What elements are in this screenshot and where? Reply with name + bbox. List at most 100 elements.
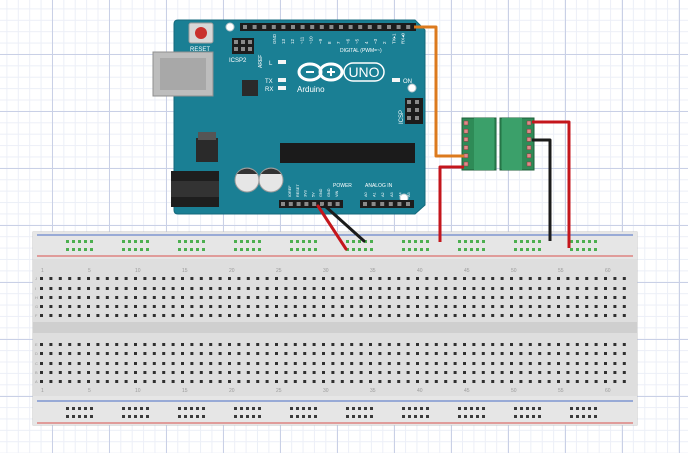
terminal-hole[interactable]	[425, 352, 429, 355]
rail-hole[interactable]	[246, 415, 249, 418]
header-pin[interactable]	[406, 202, 410, 206]
terminal-hole[interactable]	[322, 277, 325, 280]
terminal-hole[interactable]	[416, 343, 419, 346]
rail-hole[interactable]	[66, 407, 69, 410]
terminal-hole[interactable]	[547, 343, 551, 346]
terminal-hole[interactable]	[105, 296, 109, 299]
terminal-hole[interactable]	[181, 371, 184, 374]
rail-hole[interactable]	[72, 240, 75, 243]
rail-hole[interactable]	[202, 415, 205, 418]
terminal-hole[interactable]	[218, 343, 222, 346]
terminal-hole[interactable]	[246, 277, 250, 280]
terminal-hole[interactable]	[40, 287, 43, 290]
terminal-hole[interactable]	[378, 277, 382, 280]
terminal-hole[interactable]	[124, 305, 128, 308]
terminal-hole[interactable]	[397, 362, 401, 365]
terminal-hole[interactable]	[566, 305, 570, 308]
terminal-hole[interactable]	[293, 287, 297, 290]
terminal-hole[interactable]	[500, 305, 504, 308]
terminal-hole[interactable]	[416, 277, 419, 280]
terminal-hole[interactable]	[434, 352, 438, 355]
terminal-hole[interactable]	[359, 296, 363, 299]
terminal-hole[interactable]	[68, 277, 72, 280]
terminal-hole[interactable]	[622, 343, 626, 346]
terminal-hole[interactable]	[510, 352, 513, 355]
terminal-hole[interactable]	[622, 305, 626, 308]
rail-hole[interactable]	[370, 415, 373, 418]
terminal-hole[interactable]	[510, 343, 513, 346]
rail-hole[interactable]	[476, 407, 479, 410]
header-pin[interactable]	[371, 202, 376, 206]
terminal-hole[interactable]	[387, 343, 391, 346]
terminal-hole[interactable]	[134, 296, 137, 299]
rail-hole[interactable]	[178, 415, 181, 418]
rail-hole[interactable]	[134, 240, 137, 243]
rail-hole[interactable]	[514, 407, 517, 410]
terminal-hole[interactable]	[134, 343, 137, 346]
rail-hole[interactable]	[370, 248, 373, 251]
terminal-hole[interactable]	[256, 343, 260, 346]
rail-hole[interactable]	[514, 415, 517, 418]
terminal-hole[interactable]	[312, 371, 316, 374]
terminal-hole[interactable]	[472, 305, 476, 308]
rail-hole[interactable]	[302, 415, 305, 418]
rail-hole[interactable]	[576, 240, 579, 243]
terminal-hole[interactable]	[256, 352, 260, 355]
header-pin[interactable]	[288, 202, 293, 206]
terminal-hole[interactable]	[68, 296, 72, 299]
rail-hole[interactable]	[258, 407, 261, 410]
terminal-hole[interactable]	[115, 352, 119, 355]
rail-hole[interactable]	[470, 415, 473, 418]
terminal-hole[interactable]	[481, 371, 485, 374]
terminal-hole[interactable]	[472, 277, 476, 280]
terminal-hole[interactable]	[557, 305, 560, 308]
terminal-hole[interactable]	[519, 287, 523, 290]
terminal-hole[interactable]	[350, 296, 354, 299]
module-pin[interactable]	[526, 120, 532, 126]
terminal-hole[interactable]	[115, 277, 119, 280]
terminal-hole[interactable]	[181, 352, 184, 355]
terminal-hole[interactable]	[87, 314, 90, 317]
terminal-hole[interactable]	[312, 296, 316, 299]
terminal-hole[interactable]	[312, 277, 316, 280]
terminal-hole[interactable]	[340, 362, 344, 365]
terminal-hole[interactable]	[331, 296, 335, 299]
wire-red-5v[interactable]	[316, 204, 348, 251]
terminal-hole[interactable]	[171, 362, 175, 365]
terminal-hole[interactable]	[322, 296, 325, 299]
terminal-hole[interactable]	[49, 352, 53, 355]
rail-hole[interactable]	[582, 240, 585, 243]
terminal-hole[interactable]	[58, 305, 62, 308]
terminal-hole[interactable]	[284, 305, 288, 308]
terminal-hole[interactable]	[491, 287, 495, 290]
terminal-hole[interactable]	[566, 277, 570, 280]
rail-hole[interactable]	[352, 415, 355, 418]
terminal-hole[interactable]	[152, 287, 156, 290]
terminal-hole[interactable]	[115, 380, 119, 383]
terminal-hole[interactable]	[265, 362, 269, 365]
icsp-pin[interactable]	[407, 108, 411, 112]
rail-hole[interactable]	[358, 240, 361, 243]
terminal-hole[interactable]	[547, 314, 551, 317]
header-pin[interactable]	[377, 25, 382, 29]
terminal-hole[interactable]	[162, 371, 166, 374]
terminal-hole[interactable]	[416, 362, 419, 365]
terminal-hole[interactable]	[49, 277, 53, 280]
terminal-hole[interactable]	[124, 371, 128, 374]
terminal-hole[interactable]	[472, 380, 476, 383]
terminal-hole[interactable]	[284, 314, 288, 317]
rail-hole[interactable]	[66, 240, 69, 243]
terminal-hole[interactable]	[453, 343, 457, 346]
rail-hole[interactable]	[134, 248, 137, 251]
terminal-hole[interactable]	[209, 277, 213, 280]
rail-hole[interactable]	[190, 407, 193, 410]
terminal-hole[interactable]	[453, 277, 457, 280]
terminal-hole[interactable]	[500, 380, 504, 383]
terminal-hole[interactable]	[369, 287, 372, 290]
terminal-hole[interactable]	[68, 343, 72, 346]
terminal-hole[interactable]	[40, 343, 43, 346]
terminal-hole[interactable]	[397, 296, 401, 299]
terminal-hole[interactable]	[538, 371, 542, 374]
terminal-hole[interactable]	[406, 343, 410, 346]
rail-hole[interactable]	[426, 240, 429, 243]
